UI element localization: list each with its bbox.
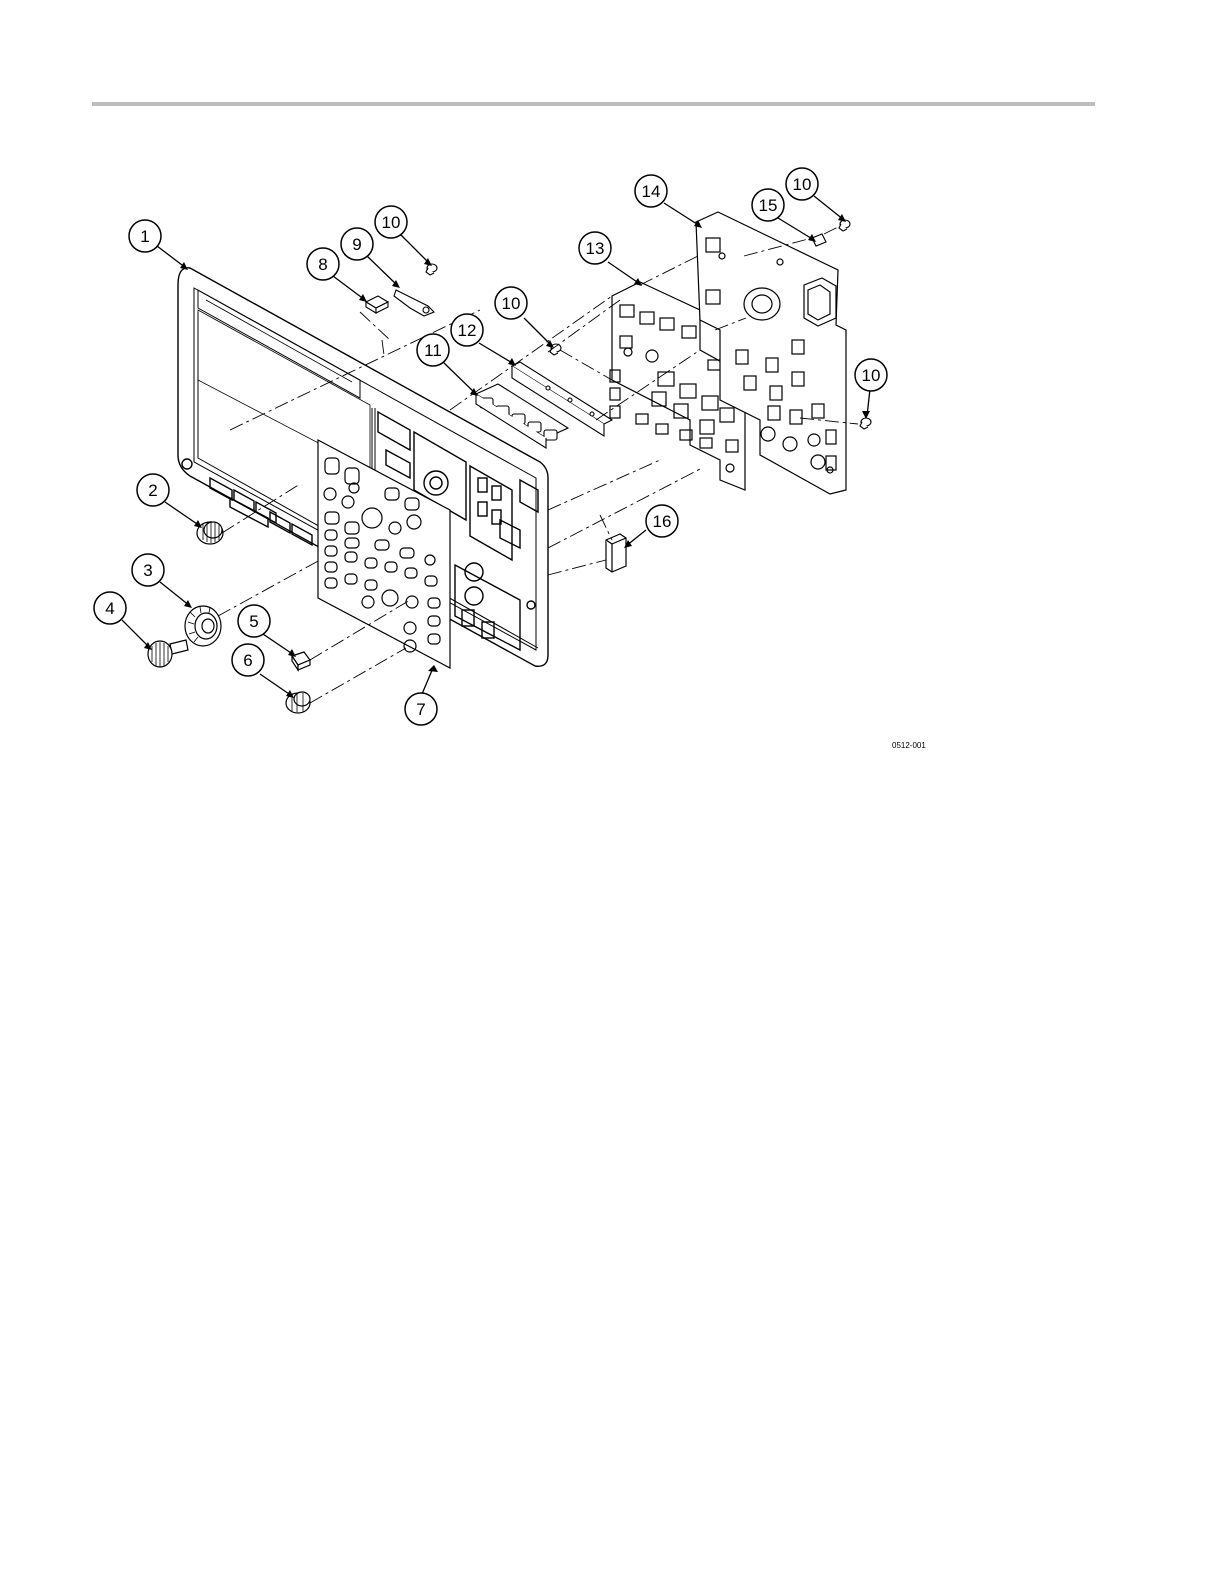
screw-10-d [860, 418, 871, 429]
callout-1: 1 [129, 220, 161, 252]
callout-9: 9 [341, 228, 373, 260]
svg-text:15: 15 [759, 196, 778, 215]
svg-text:14: 14 [642, 182, 661, 201]
knob-2 [197, 521, 223, 544]
callout-14: 14 [635, 175, 667, 207]
callout-16: 16 [646, 505, 678, 537]
callout-10-d: 10 [855, 359, 887, 391]
cover-16 [606, 534, 626, 572]
callout-13: 13 [579, 232, 611, 264]
callout-7: 7 [405, 693, 437, 725]
callout-12: 12 [451, 314, 483, 346]
svg-text:8: 8 [318, 255, 327, 274]
svg-text:10: 10 [502, 294, 521, 313]
callout-5: 5 [238, 605, 270, 637]
callout-10-a: 10 [375, 206, 407, 238]
screw-10-c [839, 220, 850, 231]
exploded-view-diagram: 1 2 3 4 5 6 7 8 9 10 10 10 10 11 12 13 1… [0, 0, 1224, 800]
callout-11: 11 [417, 334, 449, 366]
callout-10-c: 10 [786, 168, 818, 200]
callout-4: 4 [94, 592, 126, 624]
svg-text:11: 11 [424, 341, 442, 360]
callout-6: 6 [232, 644, 264, 676]
svg-text:4: 4 [105, 599, 114, 618]
svg-text:10: 10 [793, 175, 812, 194]
svg-text:12: 12 [458, 321, 477, 340]
knob-4 [148, 640, 188, 667]
svg-text:16: 16 [653, 512, 672, 531]
svg-text:10: 10 [862, 366, 881, 385]
bracket-8 [366, 296, 388, 313]
callout-8: 8 [307, 248, 339, 280]
svg-text:2: 2 [148, 481, 157, 500]
figure-id: 0512-001 [892, 741, 926, 750]
svg-text:13: 13 [586, 239, 605, 258]
callout-2: 2 [137, 474, 169, 506]
svg-text:5: 5 [249, 612, 258, 631]
knob-3 [185, 606, 221, 646]
svg-text:6: 6 [243, 651, 252, 670]
svg-text:7: 7 [416, 700, 425, 719]
spring-9 [394, 290, 434, 316]
callout-10-b: 10 [495, 287, 527, 319]
svg-text:10: 10 [382, 213, 401, 232]
svg-text:3: 3 [143, 561, 152, 580]
svg-text:9: 9 [352, 235, 361, 254]
callout-3: 3 [132, 554, 164, 586]
callout-15: 15 [752, 189, 784, 221]
svg-text:1: 1 [140, 227, 149, 246]
keypad [318, 440, 450, 668]
